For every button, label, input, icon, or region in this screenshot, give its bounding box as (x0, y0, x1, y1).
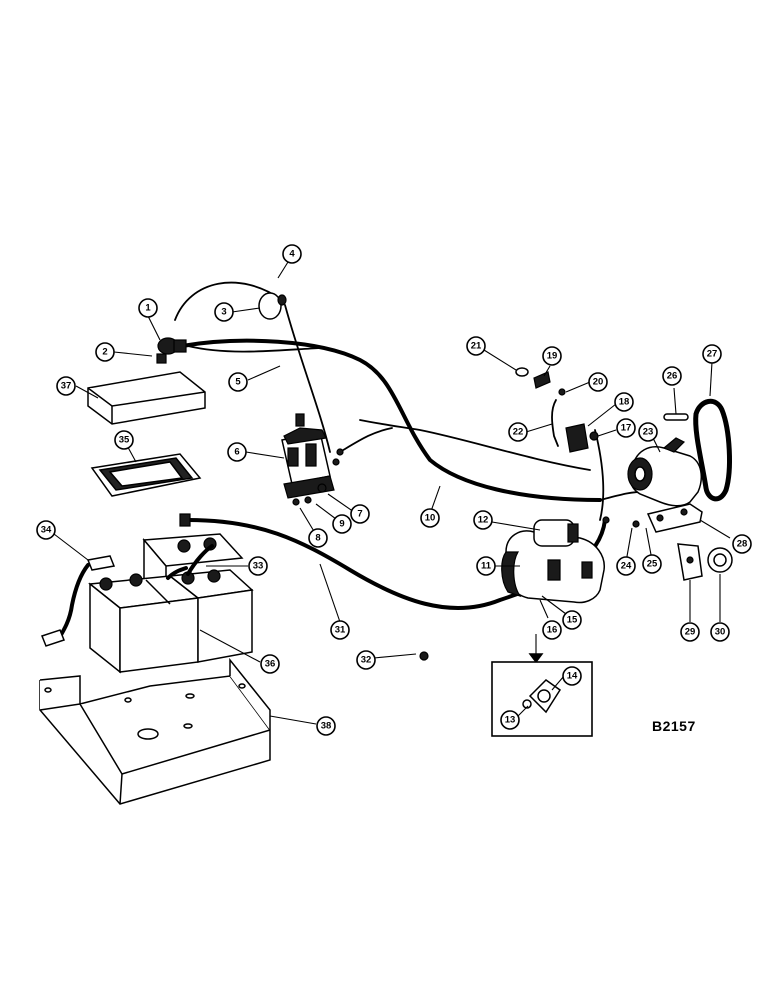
callout-32: 32 (356, 650, 376, 670)
svg-text:9: 9 (339, 519, 344, 530)
terminal-parts (515, 367, 566, 447)
svg-text:12: 12 (478, 515, 489, 526)
svg-text:6: 6 (234, 447, 239, 458)
callout-12: 12 (473, 510, 493, 530)
callout-9: 9 (332, 514, 352, 534)
callout-7: 7 (350, 504, 370, 524)
batteries (88, 513, 254, 674)
callout-10: 10 (420, 508, 440, 528)
callout-18: 18 (614, 392, 634, 412)
svg-text:19: 19 (547, 351, 558, 362)
svg-text:38: 38 (321, 721, 332, 732)
field-relay (565, 423, 599, 453)
callout-28: 28 (732, 534, 752, 554)
svg-text:13: 13 (505, 715, 516, 726)
generator (627, 413, 703, 507)
svg-text:25: 25 (647, 559, 658, 570)
callout-3: 3 (214, 302, 234, 322)
callout-36: 36 (260, 654, 280, 674)
callout-8: 8 (308, 528, 328, 548)
svg-text:21: 21 (471, 341, 482, 352)
callout-24: 24 (616, 556, 636, 576)
battery-tray (39, 657, 271, 805)
svg-text:23: 23 (643, 427, 654, 438)
svg-text:14: 14 (567, 671, 578, 682)
svg-text:4: 4 (289, 249, 295, 260)
callout-1: 1 (138, 298, 158, 318)
callout-38: 38 (316, 716, 336, 736)
callout-25: 25 (642, 554, 662, 574)
svg-text:10: 10 (425, 513, 436, 524)
callout-11: 11 (476, 556, 496, 576)
svg-text:32: 32 (361, 655, 372, 666)
callout-29: 29 (680, 622, 700, 642)
ignition-switch (156, 337, 187, 364)
svg-text:30: 30 (715, 627, 726, 638)
svg-text:36: 36 (265, 659, 276, 670)
svg-text:20: 20 (593, 377, 604, 388)
svg-text:8: 8 (315, 533, 320, 544)
svg-text:26: 26 (667, 371, 678, 382)
svg-text:35: 35 (119, 435, 130, 446)
callout-35: 35 (114, 430, 134, 450)
terminal-nut (336, 448, 344, 456)
svg-text:5: 5 (235, 377, 241, 388)
mounting-brackets (646, 503, 733, 581)
callout-16: 16 (542, 620, 562, 640)
callout-33: 33 (248, 556, 268, 576)
callout-4: 4 (282, 244, 302, 264)
ground-strap (56, 563, 90, 642)
svg-text:1: 1 (145, 303, 151, 314)
svg-text:7: 7 (357, 509, 362, 520)
manual-pack (87, 371, 206, 425)
callout-27: 27 (702, 344, 722, 364)
callout-6: 6 (227, 442, 247, 462)
callout-26: 26 (662, 366, 682, 386)
svg-text:28: 28 (737, 539, 748, 550)
wiring-harness (174, 281, 641, 521)
svg-text:27: 27 (707, 349, 718, 360)
callout-37: 37 (56, 376, 76, 396)
callout-13: 13 (500, 710, 520, 730)
callout-20: 20 (588, 372, 608, 392)
svg-text:22: 22 (513, 427, 524, 438)
drawing-code: B2157 (652, 718, 696, 734)
gauge (258, 292, 287, 320)
lead-terminal (602, 516, 610, 524)
svg-text:29: 29 (685, 627, 696, 638)
callout-31: 31 (330, 620, 350, 640)
callout-30: 30 (710, 622, 730, 642)
svg-text:18: 18 (619, 397, 630, 408)
clip (419, 651, 429, 661)
battery-hold-down (90, 453, 202, 497)
callout-23: 23 (638, 422, 658, 442)
callout-19: 19 (542, 346, 562, 366)
svg-text:37: 37 (61, 381, 72, 392)
callout-2: 2 (95, 342, 115, 362)
callout-21: 21 (466, 336, 486, 356)
svg-text:3: 3 (221, 307, 226, 318)
callout-5: 5 (228, 372, 248, 392)
callout-17: 17 (616, 418, 636, 438)
callout-34: 34 (36, 520, 56, 540)
starting-motor (501, 519, 605, 604)
svg-text:2: 2 (102, 347, 107, 358)
svg-text:15: 15 (567, 615, 578, 626)
voltage-regulator (281, 413, 340, 506)
svg-text:16: 16 (547, 625, 558, 636)
callout-22: 22 (508, 422, 528, 442)
svg-text:33: 33 (253, 561, 264, 572)
callout-14: 14 (562, 666, 582, 686)
svg-text:24: 24 (621, 561, 632, 572)
callout-15: 15 (562, 610, 582, 630)
svg-text:31: 31 (335, 625, 346, 636)
screw (632, 520, 640, 528)
fan-belt (693, 398, 732, 502)
svg-text:34: 34 (41, 525, 52, 536)
svg-text:17: 17 (621, 423, 632, 434)
svg-text:11: 11 (481, 561, 492, 572)
